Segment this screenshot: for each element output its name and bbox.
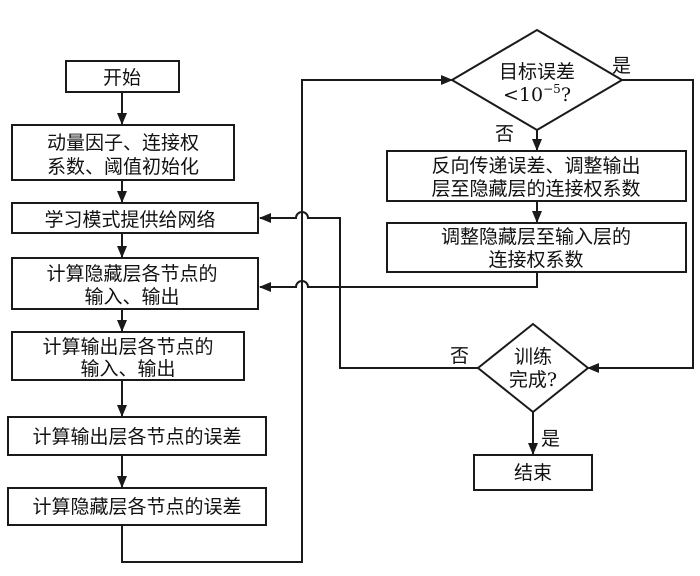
node-learn-label: 学习模式提供给网络 <box>44 209 215 231</box>
node-backprop: 反向传递误差、调整输出 层至隐藏层的连接权系数 <box>386 150 687 202</box>
node-end-label: 结束 <box>514 462 552 484</box>
node-target-suffix: ? <box>561 84 571 106</box>
node-output-io: 计算输出层各节点的 输入、输出 <box>11 331 245 381</box>
node-init-line2: 系数、阈值初始化 <box>47 156 199 178</box>
node-hidden-io: 计算隐藏层各节点的 输入、输出 <box>11 257 259 310</box>
node-adjust-line2: 连接权系数 <box>488 249 583 271</box>
node-start: 开始 <box>65 60 180 93</box>
node-target-exponent: −5 <box>543 82 561 96</box>
node-adjust-line1: 调整隐藏层至输入层的 <box>441 226 631 248</box>
node-output-err: 计算输出层各节点的误差 <box>7 416 267 456</box>
node-target-prefix: <10 <box>503 84 543 106</box>
node-output-io-line2: 输入、输出 <box>80 358 175 380</box>
arrow-adjust-to-hidden-io <box>259 272 538 292</box>
node-train-line2: 完成? <box>509 369 557 391</box>
node-train-line1: 训练 <box>514 346 552 368</box>
node-target-line2: <10−5? <box>503 82 571 106</box>
node-output-err-label: 计算输出层各节点的误差 <box>32 426 241 448</box>
node-target-decision: 目标误差 <10−5? <box>450 28 624 132</box>
node-output-io-line1: 计算输出层各节点的 <box>42 336 213 358</box>
node-train-decision: 训练 完成? <box>476 322 590 414</box>
node-adjust: 调整隐藏层至输入层的 连接权系数 <box>386 222 687 273</box>
node-hidden-err-label: 计算隐藏层各节点的误差 <box>32 496 241 518</box>
node-target-line1: 目标误差 <box>499 61 575 83</box>
node-hidden-io-line1: 计算隐藏层各节点的 <box>46 263 217 285</box>
connectors <box>117 75 694 563</box>
node-hidden-io-line2: 输入、输出 <box>84 286 179 308</box>
node-init-line1: 动量因子、连接权 <box>47 132 199 154</box>
label-target-yes: 是 <box>612 55 631 77</box>
node-learn: 学习模式提供给网络 <box>11 202 259 234</box>
label-train-yes: 是 <box>541 428 560 450</box>
node-init: 动量因子、连接权 系数、阈值初始化 <box>11 124 235 181</box>
arrow-target-to-train <box>587 79 694 373</box>
node-start-label: 开始 <box>103 67 141 89</box>
node-hidden-err: 计算隐藏层各节点的误差 <box>7 487 267 526</box>
node-backprop-line1: 反向传递误差、调整输出 <box>431 155 640 177</box>
label-train-no: 否 <box>450 345 469 367</box>
node-backprop-line2: 层至隐藏层的连接权系数 <box>431 178 640 200</box>
node-end: 结束 <box>473 454 593 491</box>
arrow-train-to-learn <box>259 211 478 369</box>
arrow-hidden-err-to-target <box>121 75 453 563</box>
label-target-no: 否 <box>495 123 514 145</box>
